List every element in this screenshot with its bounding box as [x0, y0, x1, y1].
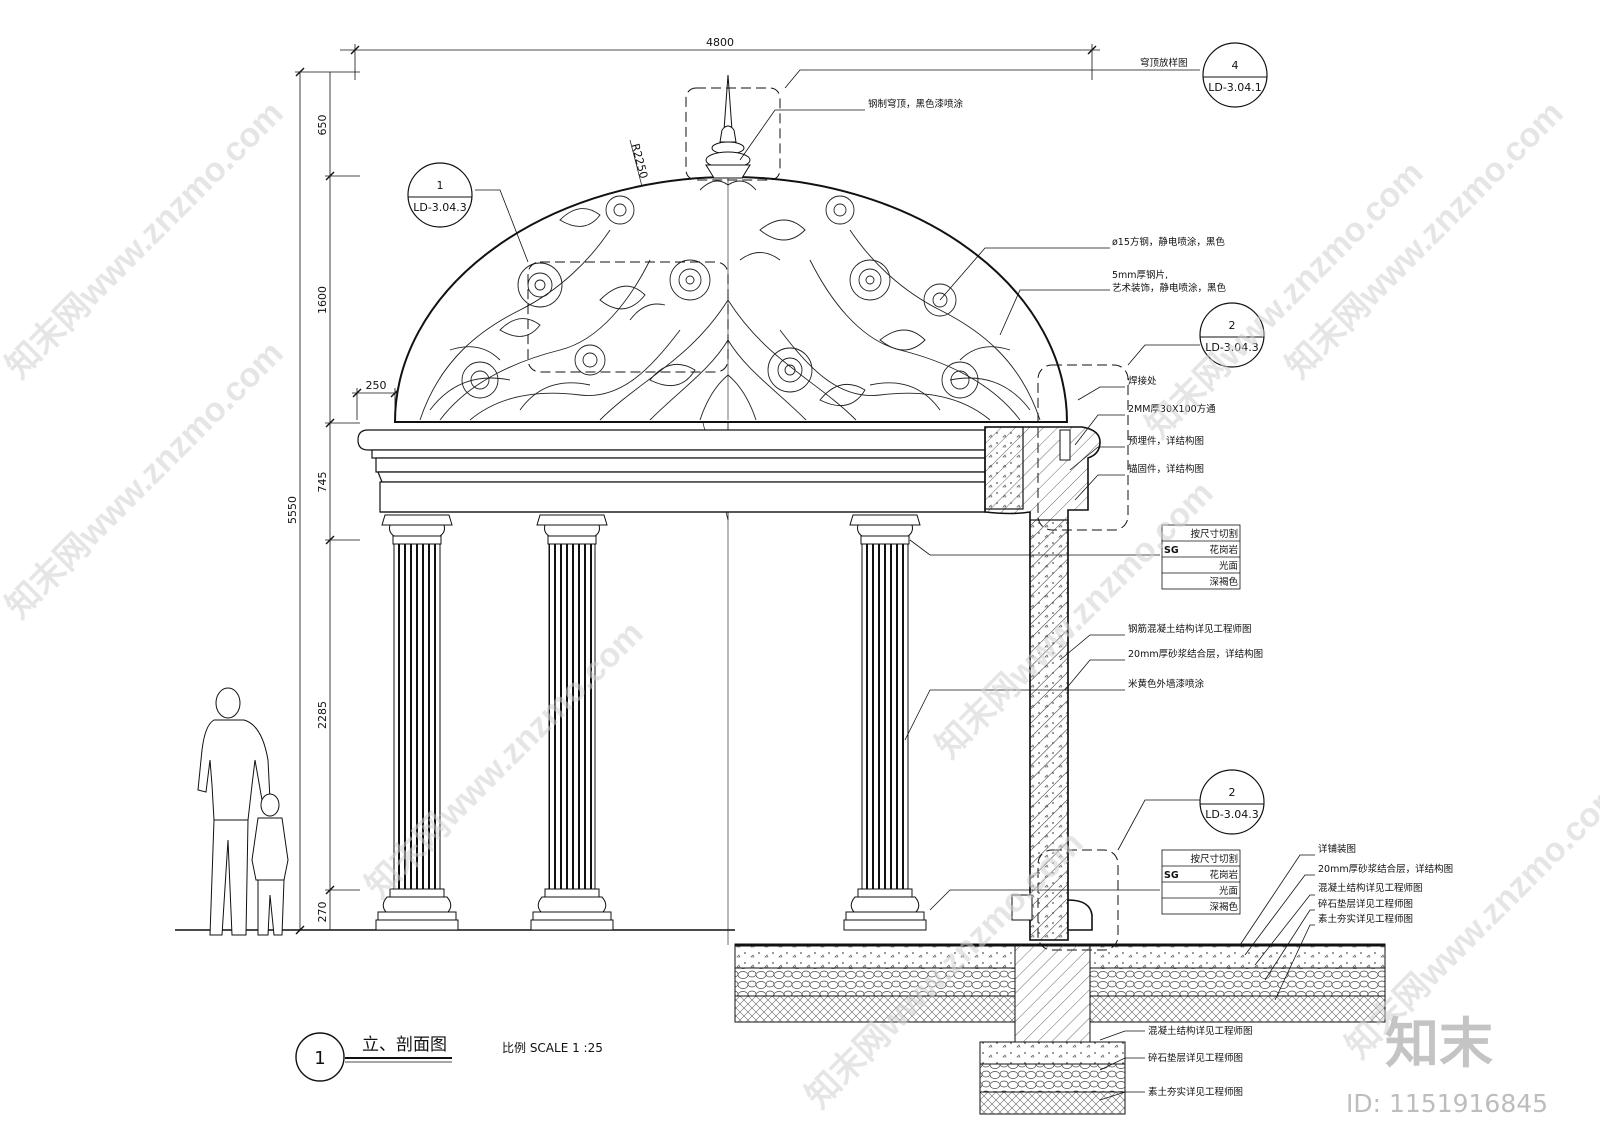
dim-overhang: 250: [366, 379, 387, 392]
note-mortar-bond: 20mm厚砂浆结合层，详结构图: [1128, 648, 1263, 660]
scale-figure-adult: [197, 687, 271, 936]
note-anchor: 锚固件，详结构图: [1128, 463, 1204, 475]
title-block: 1 立、剖面图 比例 SCALE 1 :25: [295, 1032, 603, 1082]
watermark-text-2: 知末网www.znzmo.com: [0, 334, 291, 626]
column-3: [843, 514, 927, 931]
scale-figure-child: [251, 793, 289, 936]
dim-column: 2285: [316, 701, 329, 729]
callout-1-num: 1: [437, 179, 444, 192]
note-soil-foot: 素土夯实详见工程师图: [1148, 1086, 1243, 1098]
dim-entablature: 745: [316, 472, 329, 493]
dim-base: 270: [316, 902, 329, 923]
spec-table-1-code: SG: [1164, 545, 1179, 556]
note-gravel: 碎石垫层详见工程师图: [1318, 898, 1413, 910]
note-steel-bar: ø15方钢，静电喷涂，黑色: [1112, 236, 1225, 248]
callout-2-top-num: 2: [1229, 319, 1236, 332]
note-gravel-foot: 碎石垫层详见工程师图: [1148, 1052, 1243, 1064]
spec-table-2-row-3: 光面: [1219, 885, 1238, 897]
dome: [393, 175, 1069, 423]
note-square-tube: 2MM厚30X100方通: [1128, 403, 1216, 415]
dim-dome: 1600: [316, 286, 329, 314]
callout-4-num: 4: [1232, 59, 1239, 72]
spec-table-1-row-2: 花岗岩: [1209, 544, 1238, 556]
foundation: [734, 943, 1386, 1115]
note-rc-structure: 钢筋混凝土结构详见工程师图: [1128, 623, 1252, 635]
callout-2-bottom-num: 2: [1229, 786, 1236, 799]
spec-table-1-row-4: 深褐色: [1209, 576, 1238, 588]
callout-1: 1 LD-3.04.3: [407, 162, 473, 228]
callout-4: 4 LD-3.04.1: [1202, 42, 1268, 108]
annotations: 穹顶放样图 钢制穹顶，黑色漆喷涂 ø15方钢，静电喷涂，黑色 5mm厚钢片, 艺…: [868, 57, 1453, 1098]
callout-1-ref: LD-3.04.3: [413, 201, 467, 214]
callout-2-top: 2 LD-3.04.3: [1199, 302, 1265, 368]
note-paving: 详铺装图: [1318, 843, 1356, 855]
note-compacted-soil: 素土夯实详见工程师图: [1318, 913, 1413, 925]
entablature: [357, 429, 986, 513]
note-steel-plate-1: 5mm厚钢片,: [1112, 269, 1168, 281]
callout-4-ref: LD-3.04.1: [1208, 81, 1262, 94]
column-1: [375, 514, 459, 931]
detail-box-finial: [685, 87, 781, 181]
callout-2-bottom: 2 LD-3.04.3: [1199, 769, 1265, 835]
note-mortar-bond-2: 20mm厚砂浆结合层，详结构图: [1318, 863, 1453, 875]
watermark-text-1: 知末网www.znzmo.com: [0, 94, 291, 386]
note-embedded: 预埋件，详结构图: [1128, 435, 1204, 447]
spec-table-2-row-4: 深褐色: [1209, 901, 1238, 913]
watermark-brand: 知末: [1385, 1012, 1493, 1075]
column-2: [530, 514, 614, 931]
note-weld: 焊接处: [1128, 375, 1157, 387]
spec-table-2: SG 按尺寸切割 花岗岩 光面 深褐色: [1161, 849, 1241, 915]
spec-table-2-row-2: 花岗岩: [1209, 869, 1238, 881]
spec-table-2-code: SG: [1164, 870, 1179, 881]
callout-2-bottom-ref: LD-3.04.3: [1205, 808, 1259, 821]
dim-total-height: 5550: [286, 496, 299, 524]
dimension-ticks: [295, 45, 1097, 935]
finial: [705, 74, 751, 179]
watermark-id: ID: 1151916845: [1346, 1089, 1548, 1118]
note-steel-plate-2: 艺术装饰，静电喷涂，黑色: [1112, 282, 1227, 294]
note-concrete-2: 混凝土结构详见工程师图: [1318, 882, 1423, 894]
leader-lines: [475, 69, 1315, 1101]
note-finial: 钢制穹顶，黑色漆喷涂: [868, 98, 964, 110]
spec-table-1: SG 按尺寸切割 花岗岩 光面 深褐色: [1161, 524, 1241, 590]
dim-finial: 650: [316, 115, 329, 136]
section-wall: [984, 426, 1101, 941]
watermark-text-5: 知末网www.znzmo.com: [929, 474, 1221, 766]
note-concrete-foot: 混凝土结构详见工程师图: [1148, 1025, 1253, 1037]
title-text: 立、剖面图: [362, 1035, 447, 1055]
note-dome-top-detail: 穹顶放样图: [1140, 57, 1188, 69]
note-paint: 米黄色外墙漆喷涂: [1128, 678, 1205, 690]
dim-total-width: 4800: [706, 36, 734, 49]
callout-2-top-ref: LD-3.04.3: [1205, 341, 1259, 354]
title-number: 1: [314, 1048, 325, 1069]
spec-table-1-row-1: 按尺寸切割: [1190, 528, 1238, 540]
spec-table-1-row-3: 光面: [1219, 560, 1238, 572]
spec-table-2-row-1: 按尺寸切割: [1190, 853, 1238, 865]
title-scale: 比例 SCALE 1 :25: [502, 1041, 603, 1055]
